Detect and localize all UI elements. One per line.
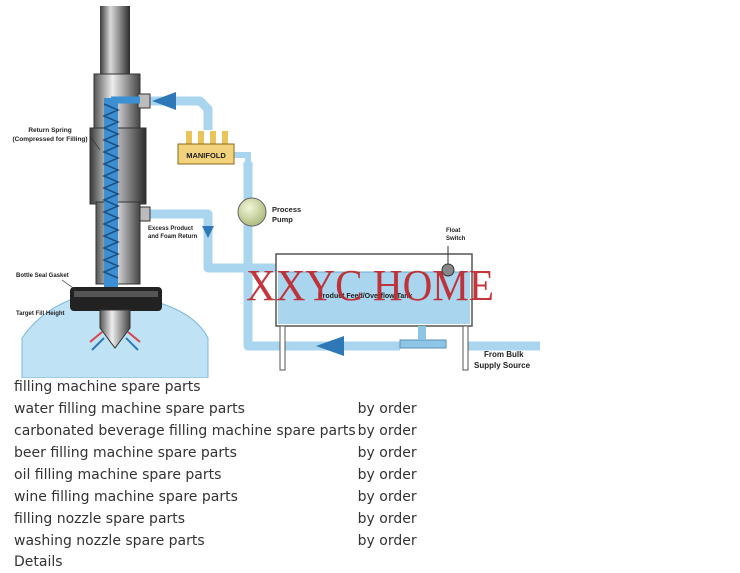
valve-stem: [100, 6, 130, 76]
part-availability: by order: [357, 401, 417, 417]
part-name: filling nozzle spare parts: [14, 511, 186, 527]
label-manifold: MANIFOLD: [186, 151, 226, 160]
part-name: washing nozzle spare parts: [14, 533, 205, 549]
label-from-bulk: From Bulk: [484, 350, 524, 359]
table-row: carbonated beverage filling machine spar…: [14, 420, 417, 442]
manifold: [177, 131, 235, 165]
bottle-seal-gasket: [70, 287, 162, 311]
label-process-pump-sub: Pump: [272, 215, 293, 224]
flow-arrow-down: [202, 226, 214, 238]
label-target-fill-height: Target Fill Height: [16, 311, 65, 317]
part-name: carbonated beverage filling machine spar…: [14, 423, 356, 439]
flow-arrow-left: [316, 336, 344, 356]
part-availability: by order: [357, 511, 417, 527]
table-row: filling machine spare parts: [14, 376, 417, 398]
part-name: filling machine spare parts: [14, 379, 201, 395]
watermark: XXYC HOME: [246, 261, 494, 310]
table-row: oil filling machine spare parts by order: [14, 464, 417, 486]
part-availability: by order: [357, 489, 417, 505]
port-lower: [139, 206, 151, 222]
label-switch: Switch: [446, 236, 466, 242]
label-return-spring: Return Spring: [28, 127, 71, 134]
table-row: filling nozzle spare parts by order: [14, 508, 417, 530]
fill-nozzle: [99, 309, 131, 349]
part-availability: by order: [357, 533, 417, 549]
filling-valve-diagram: Return Spring (Compressed for Filling) M…: [12, 6, 540, 378]
label-foam-return: and Foam Return: [148, 234, 198, 240]
part-availability: [356, 376, 417, 398]
part-name: oil filling machine spare parts: [14, 467, 222, 483]
table-row: water filling machine spare parts by orde…: [14, 398, 417, 420]
label-excess-product: Excess Product: [148, 226, 193, 232]
label-supply-source: Supply Source: [474, 361, 531, 370]
label-float: Float: [446, 228, 460, 234]
part-availability: by order: [357, 445, 417, 461]
flow-arrow-in: [152, 92, 176, 110]
label-bottle-seal-gasket: Bottle Seal Gasket: [16, 273, 69, 279]
label-tank: Product Feed/Overflow Tank: [318, 293, 412, 300]
part-name: water filling machine spare parts: [14, 401, 245, 417]
product-feed-tank: [275, 253, 473, 371]
table-row: wine filling machine spare parts by order: [14, 486, 417, 508]
label-return-spring-sub: (Compressed for Filling): [12, 136, 87, 143]
part-availability: by order: [357, 467, 417, 483]
spare-parts-table: filling machine spare parts water filling…: [14, 376, 417, 552]
part-name: wine filling machine spare parts: [14, 489, 238, 505]
spring-coil: [102, 103, 120, 279]
label-process-pump: Process: [272, 205, 301, 214]
part-availability: by order: [357, 423, 417, 439]
manifold-link: [230, 152, 251, 162]
part-name: beer filling machine spare parts: [14, 445, 237, 461]
details-label: Details: [14, 554, 63, 570]
process-pump: [237, 197, 267, 227]
table-row: washing nozzle spare parts by order: [14, 530, 417, 552]
fill-flow-arrows: [89, 331, 141, 343]
return-piping: [140, 96, 540, 351]
table-row: beer filling machine spare parts by order: [14, 442, 417, 464]
